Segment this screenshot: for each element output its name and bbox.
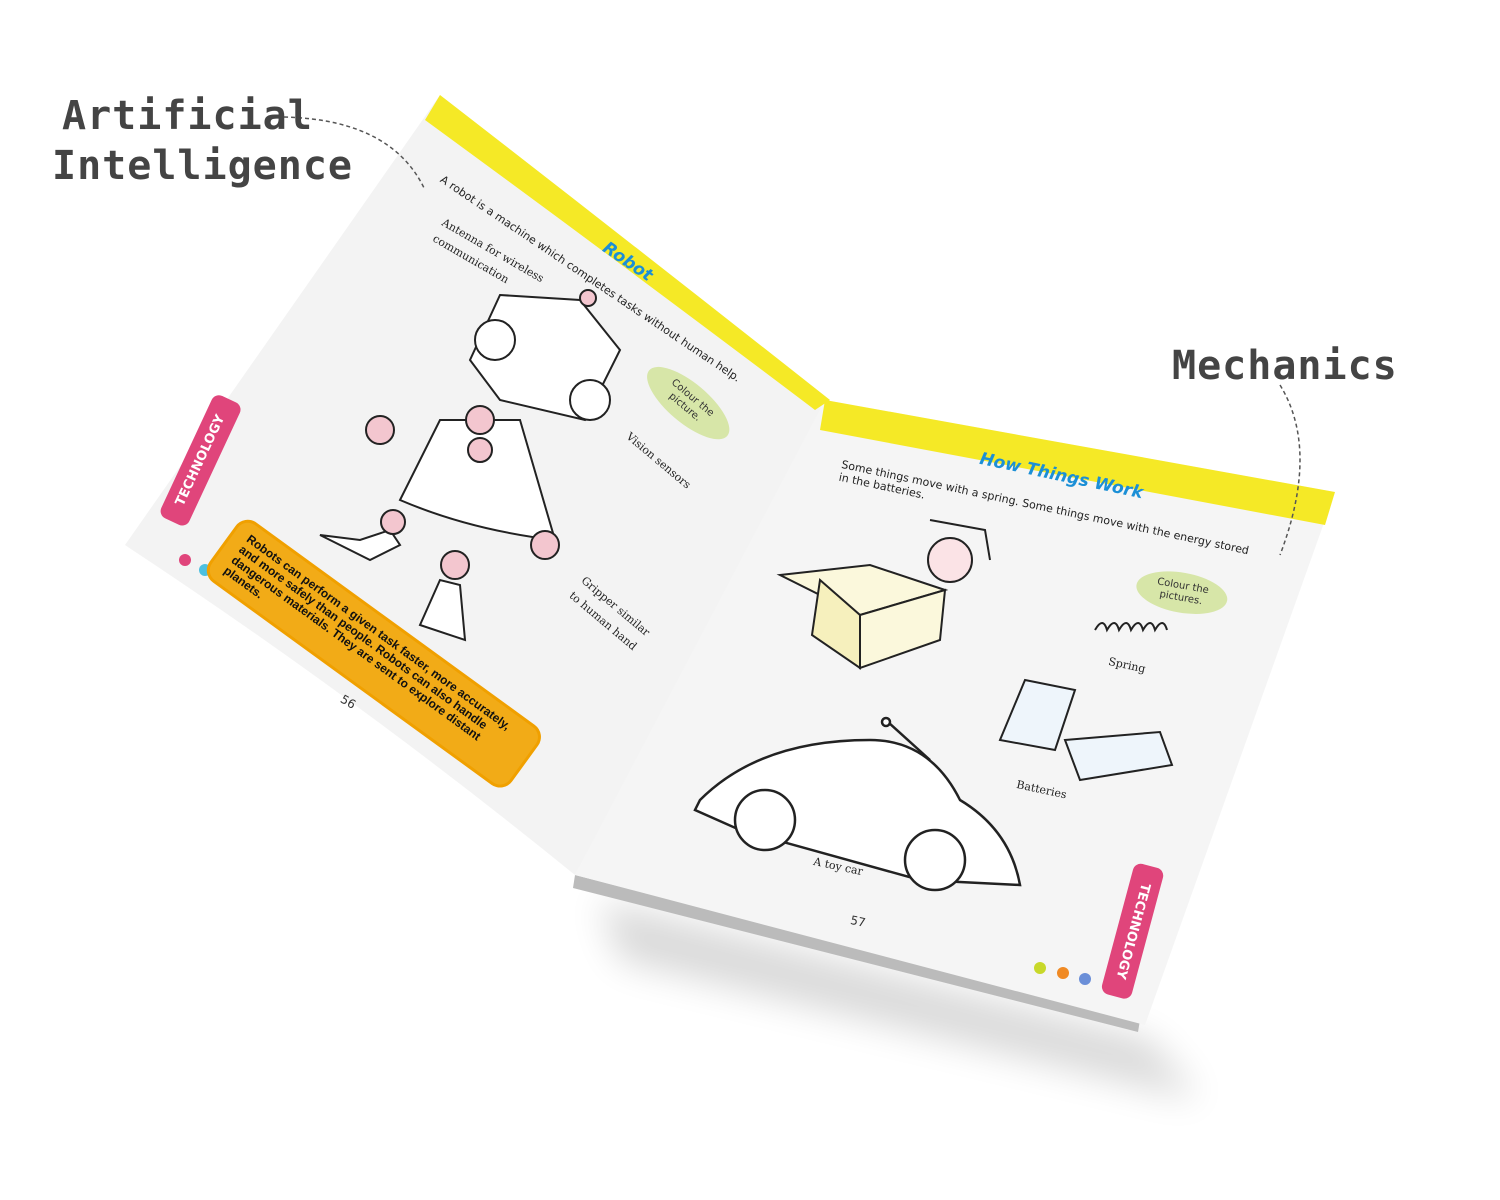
batteries-drawing xyxy=(998,678,1174,782)
page-number-right: 57 xyxy=(849,913,867,930)
robot-drawing xyxy=(319,289,622,642)
arrow-ai xyxy=(269,116,426,191)
right-banner xyxy=(820,400,1335,525)
callout-ai-line1: Artificial xyxy=(62,93,313,139)
jack-in-the-box-drawing xyxy=(776,519,991,670)
left-banner xyxy=(425,95,830,410)
spring-drawing xyxy=(1094,622,1168,633)
page-edge xyxy=(573,875,1140,1032)
arrow-mechanics xyxy=(1279,384,1301,556)
callout-ai-line2: Intelligence xyxy=(52,143,353,189)
callout-mechanics: Mechanics xyxy=(1172,343,1398,389)
toy-car-drawing xyxy=(693,716,1022,892)
